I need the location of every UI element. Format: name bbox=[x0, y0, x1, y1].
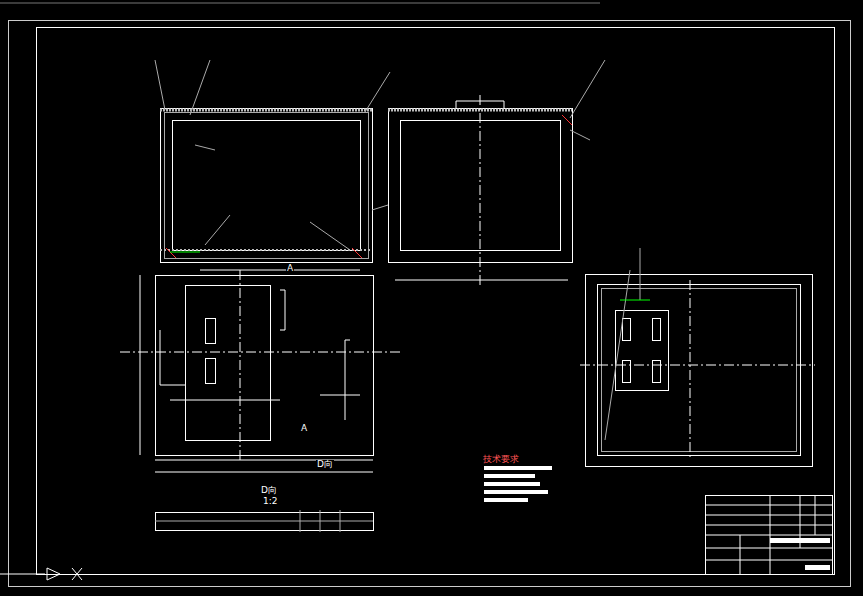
drawing-label: A bbox=[286, 264, 294, 274]
drawing-label: 1:2 bbox=[262, 497, 278, 507]
drawing-label: 技术要求 bbox=[482, 455, 520, 465]
drawing-label: D向 bbox=[260, 486, 278, 496]
drawing-label: D向 bbox=[316, 460, 334, 470]
drawing-label: A bbox=[300, 424, 308, 434]
